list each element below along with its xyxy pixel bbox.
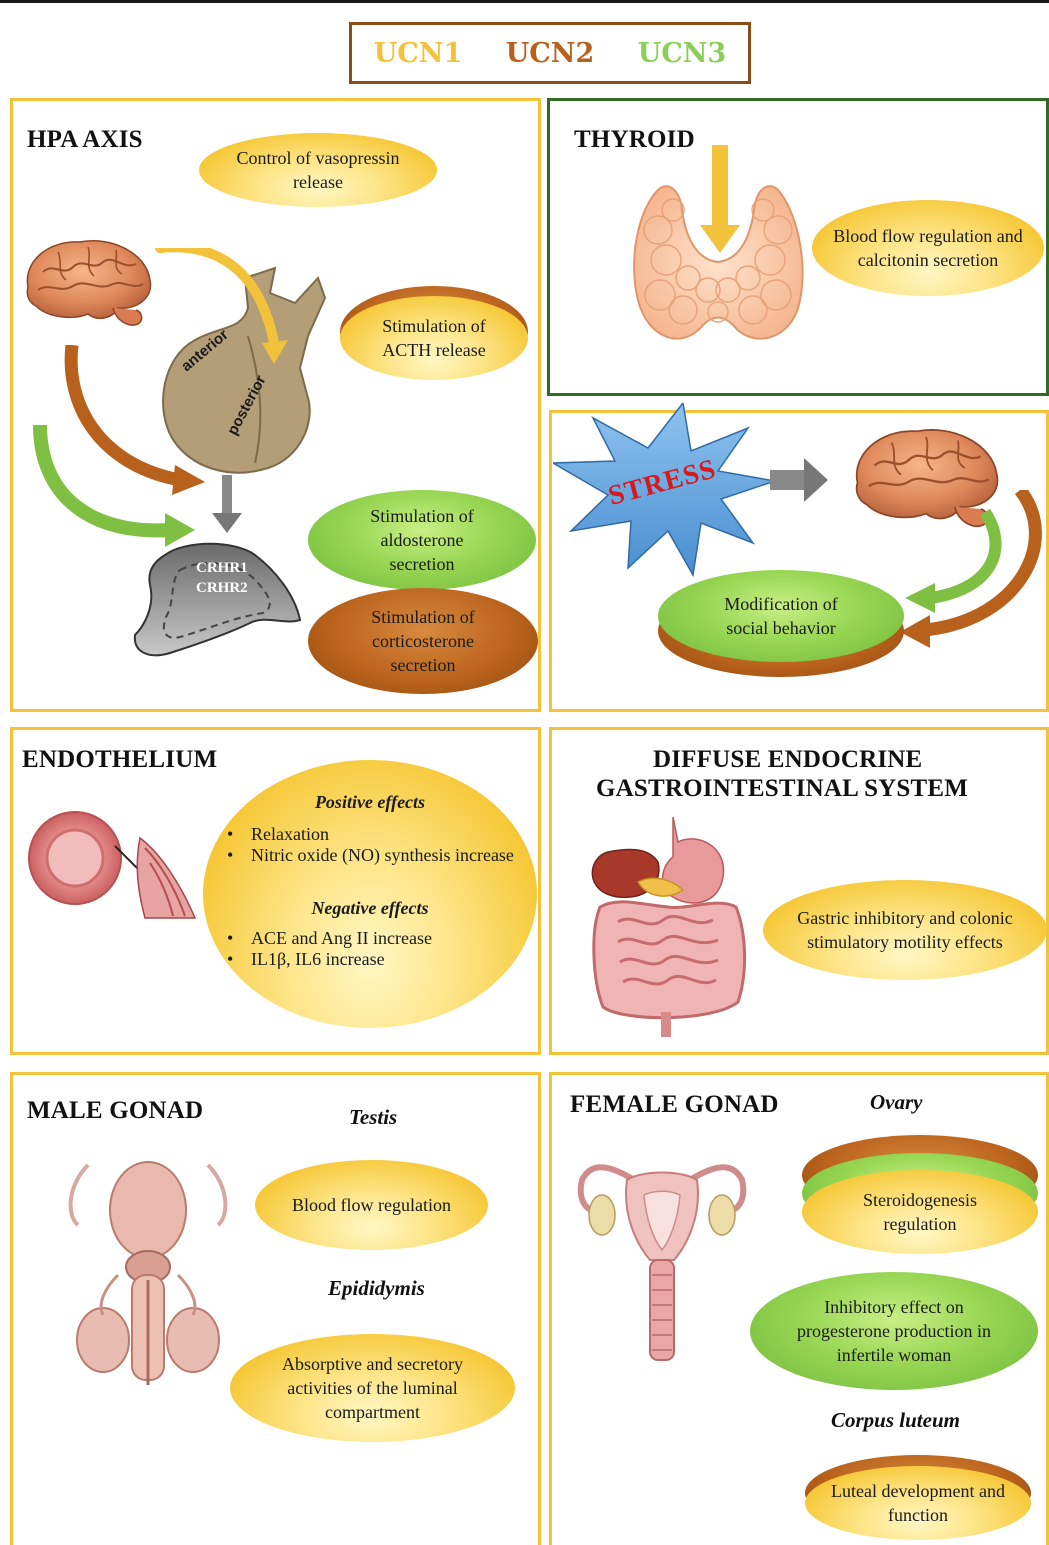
gi-effect-text: Gastric inhibitory and colonic stimulato… (775, 906, 1035, 954)
endothelium-title: ENDOTHELIUM (22, 746, 217, 774)
testis-label: Testis (349, 1105, 397, 1130)
epididymis-label: Epididymis (328, 1276, 425, 1301)
testis-effect-oval: Blood flow regulation (255, 1160, 488, 1250)
luteal-oval: Luteal development and function (805, 1466, 1031, 1540)
female-reproductive-icon (572, 1155, 752, 1365)
social-text: Modification of social behavior (706, 592, 856, 640)
legend: UCN1 UCN2 UCN3 (349, 22, 751, 84)
positive-effects-list: Relaxation Nitric oxide (NO) synthesis i… (225, 824, 517, 866)
corticosterone-oval: Stimulation of corticosterone secretion (308, 588, 538, 694)
hpa-title: HPA AXIS (27, 126, 143, 154)
positive-effects-title: Positive effects (203, 790, 537, 814)
acth-oval: Stimulation of ACTH release (340, 296, 528, 380)
ovary-label: Ovary (870, 1090, 922, 1115)
negative-effects-title: Negative effects (203, 896, 537, 920)
steroid-oval: Steroidogenesis regulation (802, 1170, 1038, 1254)
positive-effect-item: Relaxation (225, 824, 517, 845)
female-title: FEMALE GONAD (570, 1091, 779, 1119)
aldosterone-text: Stimulation of aldosterone secretion (352, 504, 492, 576)
negative-effects-list: ACE and Ang II increase IL1β, IL6 increa… (225, 928, 517, 970)
legend-ucn3: UCN3 (638, 38, 727, 69)
epididymis-effect-oval: Absorptive and secretory activities of t… (230, 1334, 515, 1442)
social-oval: Modification of social behavior (658, 570, 904, 662)
gi-title-line2: GASTROINTESTINAL SYSTEM (596, 775, 968, 803)
negative-effect-item: IL1β, IL6 increase (225, 949, 517, 970)
gi-effect-oval: Gastric inhibitory and colonic stimulato… (763, 880, 1047, 980)
positive-effect-item: Nitric oxide (NO) synthesis increase (225, 845, 517, 866)
acth-text: Stimulation of ACTH release (359, 314, 509, 362)
negative-effect-item: ACE and Ang II increase (225, 928, 517, 949)
blood-vessel-icon (25, 808, 205, 923)
vasopressin-text: Control of vasopressin release (233, 146, 403, 194)
adrenal-gland-icon (125, 535, 305, 665)
epididymis-effect-text: Absorptive and secretory activities of t… (263, 1352, 483, 1424)
corpus-luteum-label: Corpus luteum (831, 1408, 960, 1433)
brain-icon (18, 232, 158, 332)
thyroid-effect-text: Blood flow regulation and calcitonin sec… (828, 224, 1028, 272)
vasopressin-oval: Control of vasopressin release (199, 133, 437, 207)
top-rule (0, 0, 1049, 3)
male-reproductive-icon (58, 1155, 238, 1400)
grey-right-arrow (770, 458, 830, 502)
digestive-system-icon (578, 812, 758, 1042)
luteal-text: Luteal development and function (823, 1479, 1013, 1527)
thyroid-effect-oval: Blood flow regulation and calcitonin sec… (812, 200, 1044, 296)
legend-ucn2: UCN2 (506, 38, 595, 69)
endothelium-oval: Positive effects Relaxation Nitric oxide… (203, 760, 537, 1028)
aldosterone-oval: Stimulation of aldosterone secretion (308, 490, 536, 590)
inhibitory-oval: Inhibitory effect on progesterone produc… (750, 1272, 1038, 1390)
stress-return-arrows (900, 490, 1049, 650)
male-title: MALE GONAD (27, 1097, 203, 1125)
inhibitory-text: Inhibitory effect on progesterone produc… (784, 1295, 1004, 1367)
testis-effect-text: Blood flow regulation (292, 1193, 451, 1217)
grey-down-arrow (212, 475, 242, 535)
corticosterone-text: Stimulation of corticosterone secretion (348, 605, 498, 677)
crhr2-label: CRHR2 (196, 580, 248, 597)
yellow-down-arrow (700, 145, 740, 255)
steroid-text: Steroidogenesis regulation (850, 1188, 990, 1236)
legend-ucn1: UCN1 (374, 38, 463, 69)
gi-title-line1: DIFFUSE ENDOCRINE (653, 746, 922, 774)
crhr1-label: CRHR1 (196, 560, 248, 577)
